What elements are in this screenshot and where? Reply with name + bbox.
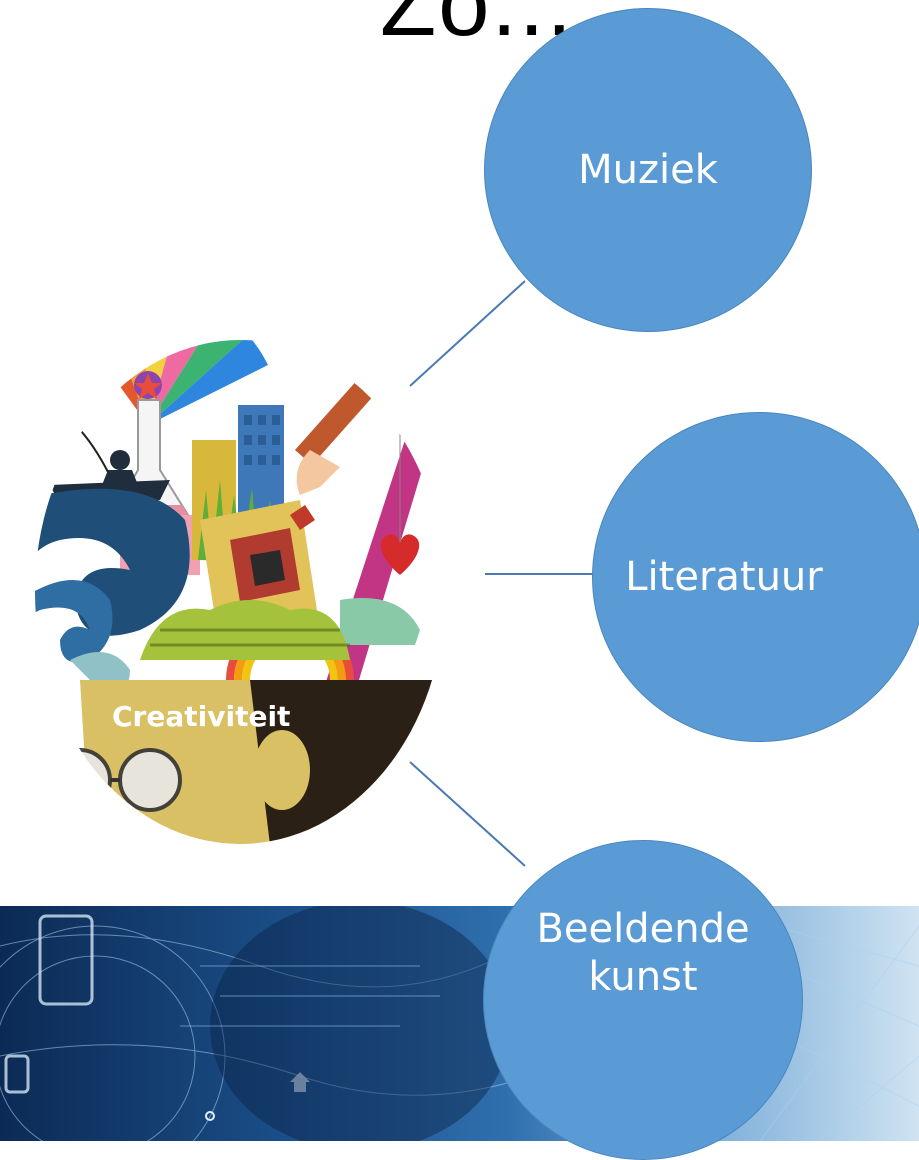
connector-beeldende <box>409 761 526 867</box>
center-label: Creativiteit <box>112 700 291 733</box>
home-icon <box>290 1072 310 1092</box>
slide-title: Zo... <box>380 0 575 55</box>
face-silhouette <box>210 906 510 1141</box>
connector-muziek <box>409 280 526 387</box>
topic-label: Muziek <box>578 147 718 193</box>
topic-label: Literatuur <box>625 554 823 600</box>
topic-node-muziek: Muziek <box>484 8 812 332</box>
topic-node-beeldende-kunst: Beeldende kunst <box>483 840 803 1160</box>
topic-label: Beeldende kunst <box>536 905 750 1000</box>
creativity-collage-image: £ <box>20 300 450 845</box>
phone-icon <box>38 914 94 1006</box>
topic-node-literatuur: Literatuur <box>592 412 919 742</box>
